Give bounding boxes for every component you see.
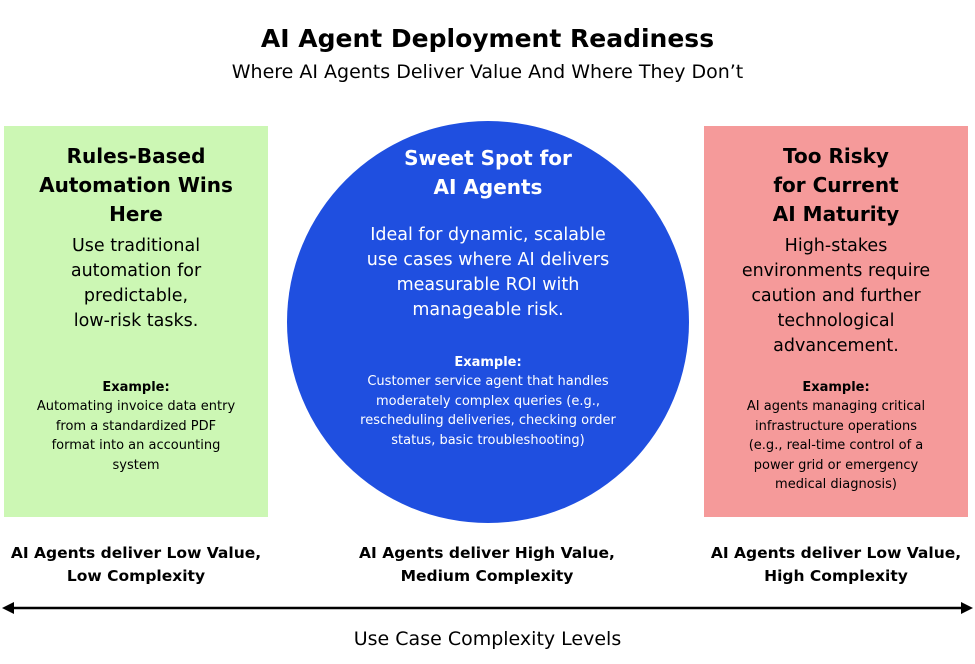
sweet-spot-heading: Sweet Spot for AI Agents [404,146,572,199]
diagram-title: AI Agent Deployment Readiness [260,24,715,53]
too-risky-example-label: Example: [802,380,870,395]
sweet-spot-example-text: Customer service agent that handles mode… [360,374,616,448]
rules-based-heading: Rules-Based Automation Wins Here [39,144,233,226]
axis-label: Use Case Complexity Levels [353,628,622,650]
too-risky-description: High-stakes environments require caution… [741,236,931,356]
diagram-subtitle: Where AI Agents Deliver Value And Where … [231,61,744,83]
rules-based-example-label: Example: [102,380,170,395]
sweet-spot-example-label: Example: [454,355,522,370]
axis-right-arrowhead [961,602,973,614]
rules-based-description: Use traditional automation for predictab… [70,236,202,331]
high-value-medium-complexity-label: AI Agents deliver High Value, Medium Com… [359,544,615,585]
rules-based-example-text: Automating invoice data entry from a sta… [36,399,236,473]
rules-based-automation-panel: Rules-Based Automation Wins Here Use tra… [4,126,268,517]
too-risky-panel: Too Risky for Current AI Maturity High-s… [704,126,968,517]
low-value-low-complexity-label: AI Agents deliver Low Value, Low Complex… [10,544,262,585]
sweet-spot-description: Ideal for dynamic, scalable use cases wh… [366,225,610,320]
low-value-high-complexity-label: AI Agents deliver Low Value, High Comple… [710,544,962,585]
too-risky-example-text: AI agents managing critical infrastructu… [746,399,926,492]
complexity-axis-arrow [2,602,973,614]
sweet-spot-circle: Sweet Spot for AI Agents Ideal for dynam… [287,121,689,523]
axis-left-arrowhead [2,602,14,614]
too-risky-heading: Too Risky for Current AI Maturity [772,144,900,226]
